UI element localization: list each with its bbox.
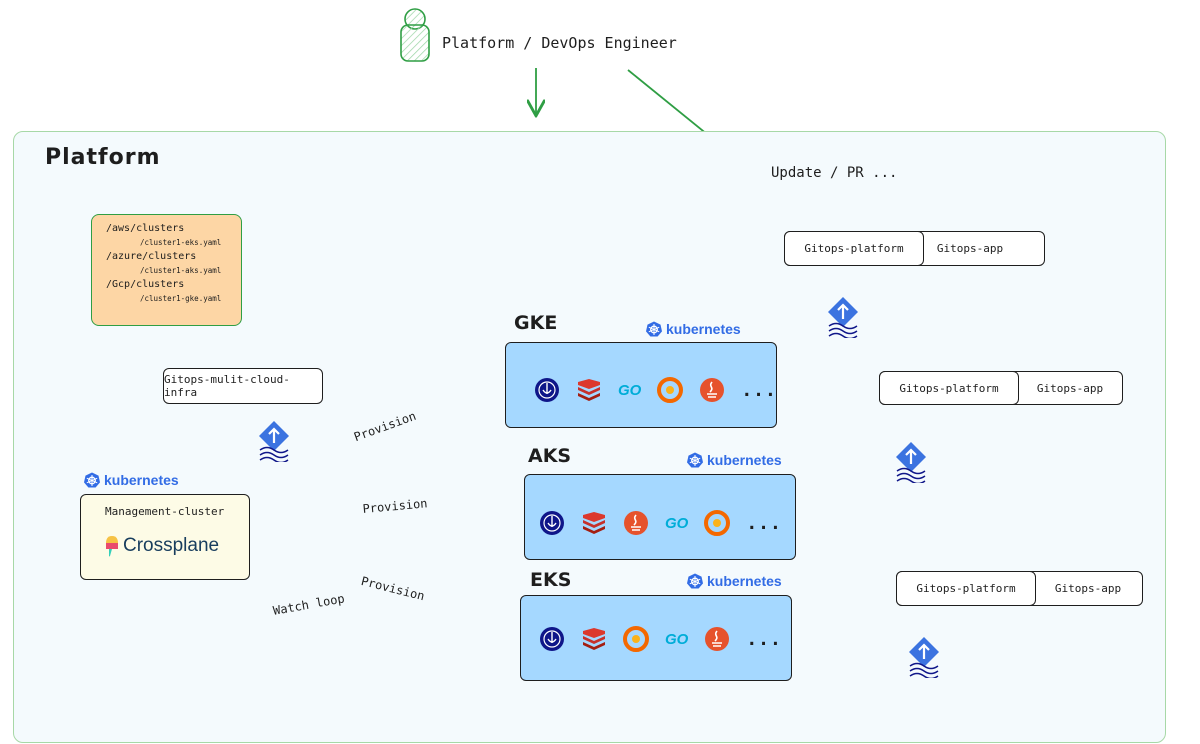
crossplane-icon — [106, 536, 118, 557]
gitops-platform-label: Gitops-platform — [916, 582, 1016, 595]
eks-cluster[interactable]: GO ... — [520, 595, 792, 681]
aks-kubernetes-label: kubernetes — [687, 452, 782, 468]
repo-pair-gke: Gitops-platform Gitops-app — [784, 231, 1045, 266]
more-tools-icon: ... — [746, 628, 782, 650]
aks-kubernetes-text: kubernetes — [707, 452, 782, 468]
kubernetes-icon — [687, 573, 703, 589]
mgmt-kubernetes-label: kubernetes — [84, 472, 179, 488]
gitops-platform-repo[interactable]: Gitops-platform — [784, 231, 924, 266]
redis-icon — [583, 512, 605, 534]
mgmt-cluster-title: Management-cluster — [105, 505, 225, 518]
redis-icon — [578, 379, 600, 401]
more-tools-icon: ... — [741, 379, 777, 401]
crossplane-logo-text: Crossplane — [123, 535, 220, 556]
infra-repo-box[interactable]: Gitops-mulit-cloud-infra — [163, 368, 323, 404]
eks-kubernetes-text: kubernetes — [707, 573, 782, 589]
argocd-icon — [259, 421, 289, 462]
prometheus-icon — [624, 511, 648, 535]
aks-tools-row: GO ... — [539, 510, 782, 536]
gitops-platform-label: Gitops-platform — [899, 381, 999, 395]
mgmt-kubernetes-text: kubernetes — [104, 472, 179, 488]
more-tools-icon: ... — [746, 512, 782, 534]
eks-kubernetes-label: kubernetes — [687, 573, 782, 589]
argocd-icon — [909, 637, 939, 678]
gitops-app-repo[interactable]: Gitops-app — [1032, 572, 1144, 605]
tree-line-aws: /aws/clusters — [106, 223, 185, 234]
gitops-platform-repo[interactable]: Gitops-platform — [896, 571, 1036, 606]
eks-title: EKS — [530, 569, 572, 591]
grafana-icon — [623, 626, 649, 652]
repo-pair-eks: Gitops-platform Gitops-app — [896, 571, 1143, 606]
kubernetes-icon — [646, 321, 662, 337]
update-pr-label: Update / PR ... — [771, 165, 898, 181]
prometheus-icon — [700, 378, 725, 402]
grafana-icon — [657, 377, 684, 403]
engineer-icon — [400, 8, 430, 62]
grafana-icon — [704, 510, 731, 536]
redis-icon — [583, 628, 605, 650]
gke-kubernetes-label: kubernetes — [646, 321, 741, 337]
go-logo: GO — [665, 514, 689, 532]
gitops-app-repo[interactable]: Gitops-app — [915, 232, 1025, 265]
gke-cluster[interactable]: GO ... — [505, 342, 777, 428]
gke-tools-row: GO ... — [534, 377, 777, 403]
tree-line-gcp: /Gcp/clusters — [106, 279, 185, 290]
aks-cluster[interactable]: GO ... — [524, 474, 796, 560]
kubernetes-icon — [84, 472, 100, 488]
helm-icon — [540, 627, 564, 651]
gitops-app-label: Gitops-app — [936, 242, 1004, 255]
prometheus-icon — [705, 627, 730, 651]
tree-line-azure: /azure/clusters — [106, 251, 197, 262]
tree-line-aks-yaml: /cluster1-aks.yaml — [140, 266, 222, 275]
repo-pair-aks: Gitops-platform Gitops-app — [879, 371, 1123, 405]
gke-kubernetes-text: kubernetes — [666, 321, 741, 337]
gitops-app-label: Gitops-app — [1036, 381, 1104, 395]
tree-line-gke-yaml: /cluster1-gke.yaml — [140, 294, 222, 303]
helm-icon — [535, 378, 559, 402]
go-logo: GO — [618, 381, 642, 399]
gitops-app-label: Gitops-app — [1054, 582, 1122, 595]
platform-title: Platform — [45, 145, 161, 170]
eks-tools-row: GO ... — [539, 626, 782, 652]
management-cluster[interactable]: Management-cluster Crossplane — [80, 494, 250, 580]
tree-line-eks-yaml: /cluster1-eks.yaml — [140, 238, 222, 247]
engineer-label: Platform / DevOps Engineer — [442, 34, 677, 52]
gitops-platform-repo[interactable]: Gitops-platform — [879, 371, 1019, 405]
kubernetes-icon — [687, 452, 703, 468]
repo-tree-note: /aws/clusters /cluster1-eks.yaml /azure/… — [91, 214, 242, 326]
gitops-app-repo[interactable]: Gitops-app — [1015, 372, 1125, 404]
infra-repo-label: Gitops-mulit-cloud-infra — [164, 373, 290, 399]
gitops-platform-label: Gitops-platform — [804, 242, 904, 255]
helm-icon — [540, 511, 564, 535]
argocd-icon — [828, 297, 858, 338]
go-logo: GO — [665, 630, 689, 648]
aks-title: AKS — [528, 445, 572, 467]
argocd-icon — [896, 442, 926, 483]
gke-title: GKE — [514, 312, 558, 334]
